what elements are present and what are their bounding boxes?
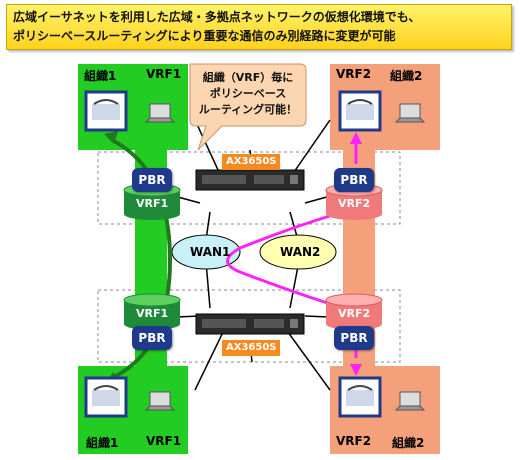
- site-top-right-vrf: VRF2: [336, 67, 372, 81]
- title-line-2: ポリシーベースルーティングにより重要な通信のみ別経路に変更が可能: [13, 29, 396, 43]
- bottom-router-zone: [97, 289, 401, 363]
- switch-top-label: AX3650S: [222, 154, 281, 170]
- laptop-icon: [394, 391, 426, 411]
- site-bottom-left-vrf: VRF1: [146, 434, 182, 448]
- ip-phone-icon: [338, 376, 382, 418]
- callout-line-3: ルーティング可能！: [198, 103, 298, 116]
- site-top-left-vrf: VRF1: [146, 67, 182, 81]
- title-line-1: 広域イーサネットを利用した広域・多拠点ネットワークの仮想化環境でも、: [13, 10, 421, 24]
- title-banner: 広域イーサネットを利用した広域・多拠点ネットワークの仮想化環境でも、 ポリシーベ…: [6, 4, 512, 50]
- ip-phone-icon: [84, 376, 128, 418]
- ip-phone-icon: [338, 90, 382, 132]
- wan1-cloud: [171, 234, 241, 270]
- wan2-label: WAN2: [280, 245, 321, 259]
- callout-text: 組織（VRF）毎に ポリシーベース ルーティング可能！: [192, 70, 304, 118]
- callout-line-1: 組織（VRF）毎に: [202, 71, 294, 84]
- site-bottom-left-name: 組織1: [86, 436, 119, 450]
- callout-line-2: ポリシーベース: [209, 87, 287, 100]
- laptop-icon: [144, 391, 176, 411]
- site-bottom-right-name: 組織2: [392, 436, 425, 450]
- site-bottom-right-vrf: VRF2: [336, 434, 372, 448]
- magenta-path: [226, 212, 358, 358]
- laptop-icon: [144, 103, 176, 123]
- laptop-icon: [394, 103, 426, 123]
- callout-bubble: [189, 63, 307, 151]
- top-router-zone: [97, 151, 401, 225]
- vrf-top-right-label: VRF2: [338, 197, 371, 210]
- pbr-top-right: PBR: [334, 168, 374, 192]
- site-top-right-name: 組織2: [390, 69, 423, 83]
- vrf-top-left-label: VRF1: [136, 197, 169, 210]
- l3-switch-icon: [195, 313, 305, 335]
- wan1-label: WAN1: [190, 245, 231, 259]
- pbr-top-left: PBR: [132, 168, 172, 192]
- switch-bottom-label: AX3650S: [222, 340, 281, 356]
- vrf-bottom-right-label: VRF2: [338, 307, 371, 320]
- vrf-bottom-left-label: VRF1: [136, 307, 169, 320]
- ip-phone-icon: [84, 90, 128, 132]
- green-path: [111, 138, 173, 380]
- l3-switch-icon: [195, 169, 305, 191]
- pbr-bottom-left: PBR: [132, 326, 172, 350]
- site-top-left-name: 組織1: [84, 69, 117, 83]
- wan2-cloud: [259, 234, 337, 270]
- pbr-bottom-right: PBR: [334, 326, 374, 350]
